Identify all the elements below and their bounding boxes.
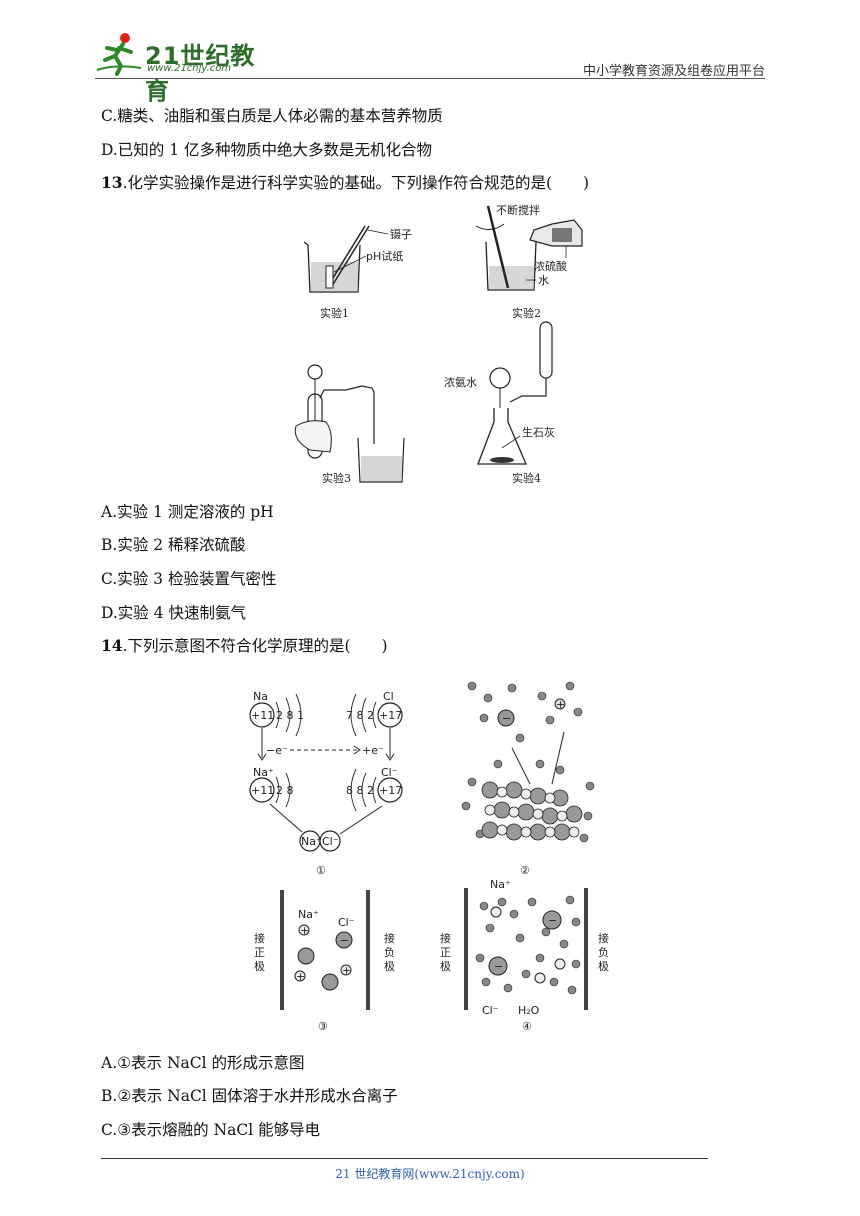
ion-sign: − — [548, 914, 557, 927]
question-number: 13 — [101, 173, 123, 192]
cl-ion-core: +17 — [379, 784, 402, 797]
diagram-4-nacl-solution: 接 正 极 接 负 极 Na⁺ − − Cl⁻ H₂O ④ — [440, 878, 609, 1033]
site-logo: 21世纪教育 www.21cnjy.com — [95, 30, 265, 105]
question-text: .下列示意图不符合化学原理的是( ) — [122, 637, 388, 655]
q14-option-c: C.③表示熔融的 NaCl 能够导电 — [101, 1121, 321, 1139]
label-pos-electrode-3: 极 — [254, 959, 265, 973]
page-header: 21世纪教育 www.21cnjy.com 中小学教育资源及组卷应用平台 — [95, 30, 765, 105]
question-13-stem: 13.化学实验操作是进行科学实验的基础。下列操作符合规范的是( ) — [101, 173, 589, 193]
label-pos-electrode-1: 接 — [254, 932, 265, 945]
question-14-stem: 14.下列示意图不符合化学原理的是( ) — [101, 636, 388, 656]
hydrated-chloride-sign: − — [502, 712, 511, 725]
label-pos-electrode-2: 正 — [254, 946, 265, 959]
label-cl-ion-d4: Cl⁻ — [482, 1004, 499, 1017]
label-quicklime: 生石灰 — [522, 425, 555, 439]
q13-option-b: B.实验 2 稀释浓硫酸 — [101, 536, 246, 554]
pair-cl: Cl⁻ — [322, 835, 339, 848]
cl-ion-shells: 8 8 2 — [346, 784, 374, 797]
q13-option-a: A.实验 1 测定溶液的 pH — [101, 503, 274, 521]
ion-sign: + — [300, 924, 309, 937]
caption-exp1: 实验1 — [320, 306, 349, 320]
na-core: +11 — [251, 709, 274, 722]
runner-icon — [96, 33, 142, 76]
ion-sign: + — [342, 964, 351, 977]
diagram-2-dissolution: − + ② — [461, 681, 595, 877]
experiment-3: 实验3 — [294, 364, 405, 485]
label-na-atom: Na — [253, 690, 268, 703]
na-ion-core: +11 — [251, 784, 274, 797]
label-cl-ion-d3: Cl⁻ — [338, 916, 355, 929]
ion-sign: − — [494, 960, 503, 973]
question-number: 14 — [101, 636, 123, 655]
label-pos-electrode-2: 正 — [440, 946, 451, 959]
diagram-1-nacl-formation: Na +11 2 8 1 Cl +17 7 8 2 −e⁻ +e⁻ Na⁺ +1… — [249, 690, 403, 877]
label-ph-paper: pH试纸 — [366, 250, 403, 263]
label-tweezers: 镊子 — [390, 228, 412, 241]
q14-figure: Na +11 2 8 1 Cl +17 7 8 2 −e⁻ +e⁻ Na⁺ +1… — [249, 681, 609, 1033]
q13-option-d: D.实验 4 快速制氨气 — [101, 604, 247, 622]
pair-na: Na⁺ — [301, 835, 322, 848]
label-neg-electrode-1: 接 — [598, 932, 609, 945]
label-gain-electron: +e⁻ — [362, 744, 384, 757]
label-na-ion-d4: Na⁺ — [490, 878, 511, 891]
header-divider — [95, 78, 765, 79]
experiment-2: 不断搅拌 浓硫酸 水 实验2 — [475, 203, 583, 320]
label-conc-ammonia: 浓氨水 — [444, 376, 477, 389]
q13-option-c: C.实验 3 检验装置气密性 — [101, 570, 277, 588]
experiment-4: 浓氨水 生石灰 实验4 — [444, 321, 555, 485]
label-water-d4: H₂O — [518, 1004, 540, 1017]
footer-text: 21 世纪教育网(www.21cnjy.com) — [335, 1167, 525, 1181]
label-neg-electrode-2: 负 — [598, 945, 609, 959]
caption-diagram3: ③ — [318, 1020, 328, 1033]
label-cl-atom: Cl — [383, 690, 394, 703]
label-neg-electrode-3: 极 — [598, 959, 609, 973]
experiment-1: 镊子 pH试纸 实验1 — [303, 225, 412, 320]
label-lose-electron: −e⁻ — [266, 744, 288, 757]
caption-exp2: 实验2 — [512, 306, 541, 320]
ion-sign: + — [296, 970, 305, 983]
diagram-3-molten-nacl: 接 正 极 接 负 极 Na⁺ Cl⁻ + − + + ③ — [254, 890, 395, 1033]
label-pos-electrode-3: 极 — [440, 959, 451, 973]
option-c-prev: C.糖类、油脂和蛋白质是人体必需的基本营养物质 — [101, 107, 443, 125]
q13-figure: 镊子 pH试纸 实验1 不断搅拌 浓硫酸 水 实验2 实验3 — [294, 203, 583, 485]
label-cl-ion: Cl⁻ — [381, 766, 398, 779]
platform-title: 中小学教育资源及组卷应用平台 — [582, 64, 765, 79]
na-shells: 2 8 1 — [276, 709, 304, 722]
label-na-ion: Na⁺ — [253, 766, 274, 779]
caption-diagram4: ④ — [522, 1020, 532, 1033]
nacl-crystal — [481, 781, 583, 841]
label-na-ion-d3: Na⁺ — [298, 908, 319, 921]
label-water: 水 — [538, 274, 549, 287]
caption-exp3: 实验3 — [322, 471, 351, 485]
label-conc-acid: 浓硫酸 — [534, 259, 567, 273]
logo-url: www.21cnjy.com — [147, 63, 232, 74]
ion-sign: − — [340, 934, 349, 947]
cl-shells: 7 8 2 — [346, 709, 374, 722]
caption-diagram1: ① — [316, 864, 326, 877]
hydrated-sodium-sign: + — [556, 698, 565, 711]
option-d-prev: D.已知的 1 亿多种物质中绝大多数是无机化合物 — [101, 141, 433, 159]
logo-text: 21世纪教育 — [145, 42, 256, 105]
q14-option-b: B.②表示 NaCl 固体溶于水并形成水合离子 — [101, 1087, 398, 1105]
label-neg-electrode-2: 负 — [384, 945, 395, 959]
caption-exp4: 实验4 — [512, 471, 541, 485]
label-stir: 不断搅拌 — [496, 203, 540, 217]
na-ion-shells: 2 8 — [276, 784, 294, 797]
cl-core: +17 — [379, 709, 402, 722]
label-neg-electrode-1: 接 — [384, 932, 395, 945]
q14-option-a: A.①表示 NaCl 的形成示意图 — [101, 1054, 305, 1072]
caption-diagram2: ② — [520, 864, 530, 877]
label-pos-electrode-1: 接 — [440, 932, 451, 945]
footer-divider — [101, 1158, 708, 1159]
question-text: .化学实验操作是进行科学实验的基础。下列操作符合规范的是( ) — [122, 174, 590, 192]
label-neg-electrode-3: 极 — [384, 959, 395, 973]
